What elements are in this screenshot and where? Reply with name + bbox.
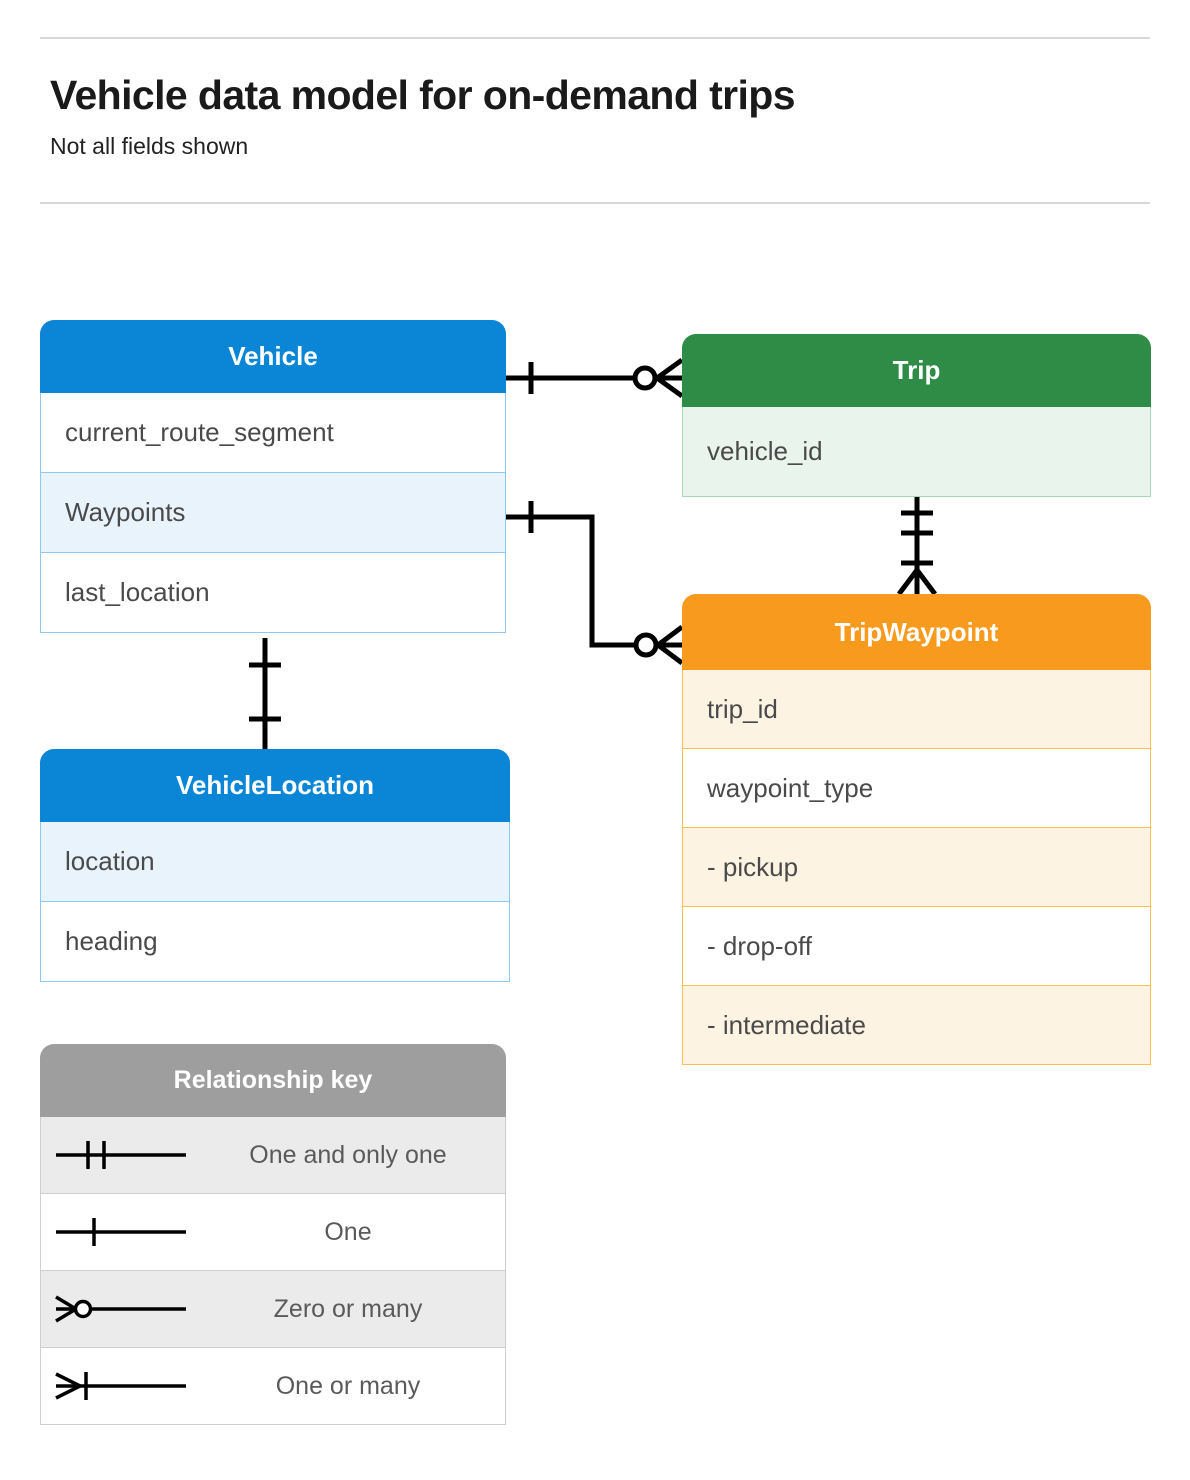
entity-vehiclelocation-field-heading[interactable]: heading: [40, 902, 510, 982]
entity-trip-title: Trip: [682, 334, 1151, 407]
legend-row-zero-or-many: Zero or many: [40, 1271, 506, 1348]
top-divider: [40, 37, 1150, 39]
entity-vehicle-field-waypoints[interactable]: Waypoints: [40, 473, 506, 553]
one-icon: [41, 1212, 201, 1252]
legend-label-one-or-many: One or many: [275, 1371, 421, 1400]
entity-tripwaypoint-title: TripWaypoint: [682, 594, 1151, 670]
relationship-key-legend: Relationship key One and only one One: [40, 1044, 506, 1425]
entity-vehiclelocation[interactable]: VehicleLocation location heading: [40, 749, 510, 982]
relationship-trip-tripwaypoint: [897, 492, 937, 596]
entity-vehicle-field-last-location[interactable]: last_location: [40, 553, 506, 633]
relationship-key-title: Relationship key: [40, 1044, 506, 1117]
page-subtitle: Not all fields shown: [50, 133, 249, 159]
entity-vehicle-title: Vehicle: [40, 320, 506, 393]
legend-row-one-or-many: One or many: [40, 1348, 506, 1425]
entity-vehicle-field-current-route-segment[interactable]: current_route_segment: [40, 393, 506, 473]
page-title: Vehicle data model for on-demand trips: [50, 72, 796, 118]
entity-trip[interactable]: Trip vehicle_id: [682, 334, 1151, 497]
legend-label-one: One: [324, 1217, 372, 1246]
one-and-only-one-icon: [41, 1135, 201, 1175]
entity-trip-field-vehicle-id[interactable]: vehicle_id: [682, 407, 1151, 497]
entity-tripwaypoint-value-pickup[interactable]: - pickup: [682, 828, 1151, 907]
legend-row-one: One: [40, 1194, 506, 1271]
legend-row-one-and-only-one: One and only one: [40, 1117, 506, 1194]
entity-tripwaypoint-field-trip-id[interactable]: trip_id: [682, 670, 1151, 749]
entity-tripwaypoint-value-intermediate[interactable]: - intermediate: [682, 986, 1151, 1065]
one-or-many-icon: [41, 1366, 201, 1406]
relationship-waypoints-tripwaypoint: [506, 501, 684, 665]
legend-label-one-and-only-one: One and only one: [249, 1140, 447, 1169]
entity-tripwaypoint-field-waypoint-type[interactable]: waypoint_type: [682, 749, 1151, 828]
entity-vehiclelocation-title: VehicleLocation: [40, 749, 510, 822]
entity-vehiclelocation-field-location[interactable]: location: [40, 822, 510, 902]
entity-tripwaypoint-value-drop-off[interactable]: - drop-off: [682, 907, 1151, 986]
entity-vehicle[interactable]: Vehicle current_route_segment Waypoints …: [40, 320, 506, 633]
zero-or-many-icon: [41, 1289, 201, 1329]
legend-label-zero-or-many: Zero or many: [273, 1294, 423, 1323]
bottom-divider: [40, 202, 1150, 204]
relationship-vehicle-vehiclelocation: [249, 638, 281, 749]
relationship-vehicle-trip: [506, 357, 684, 399]
entity-tripwaypoint[interactable]: TripWaypoint trip_id waypoint_type - pic…: [682, 594, 1151, 1065]
